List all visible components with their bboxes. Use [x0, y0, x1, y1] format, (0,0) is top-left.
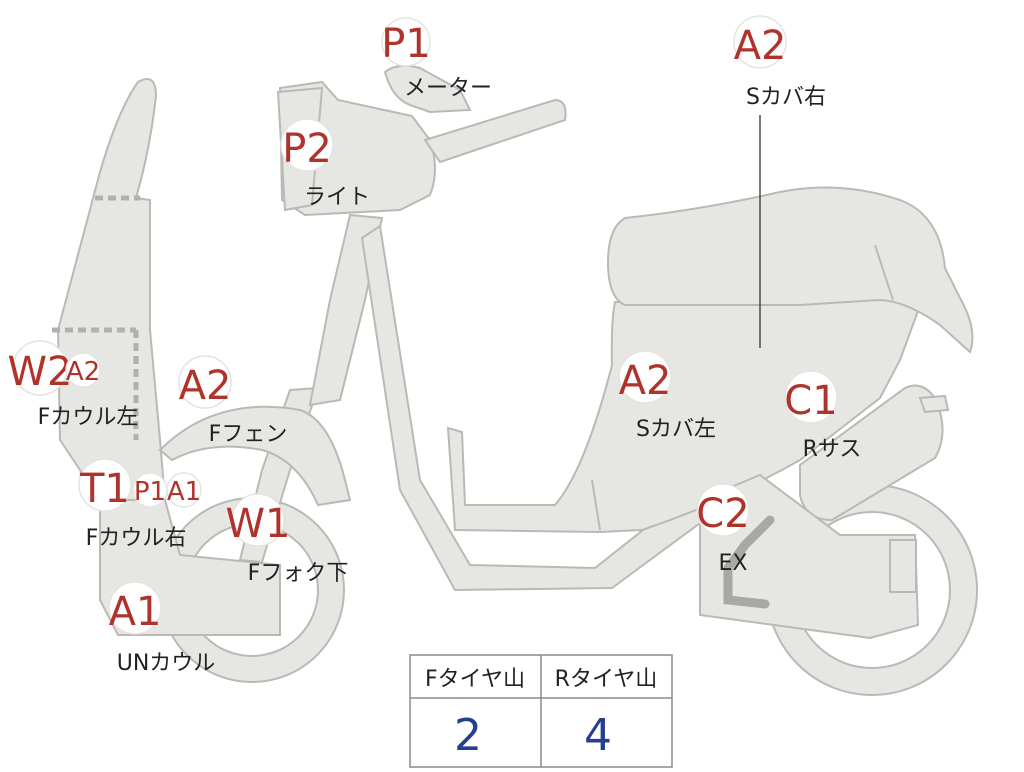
badge-ffender-code: A2 [179, 363, 232, 409]
badge-fcowl-right-label: Fカウル右 [86, 526, 187, 551]
badge-rsus-code: C1 [784, 378, 837, 424]
badge-scover-right: A2 Sカバ右 [733, 15, 826, 110]
badge-uncowl-label: UNカウル [117, 651, 216, 676]
badge-meter-code: P1 [381, 21, 431, 67]
rear-tread-value: 4 [584, 710, 612, 761]
front-tread-header: Fタイヤ山 [425, 667, 525, 692]
badge-exhaust: C2 EX [696, 483, 750, 576]
badge-fcowl-right-code2: P1 [134, 477, 166, 507]
badge-uncowl: A1 UNカウル [108, 581, 216, 676]
badge-light: P2 ライト [280, 118, 370, 210]
badge-fcowl-left: W2 A2 Fカウル左 [8, 340, 139, 430]
badge-fcowl-left-code: W2 [8, 349, 73, 395]
badge-fcowl-right-code3: A1 [167, 477, 201, 507]
badge-ffork-code: W1 [226, 501, 291, 547]
badge-scover-right-code: A2 [734, 23, 787, 69]
badge-meter: P1 メーター [381, 17, 492, 101]
handlebar-area [276, 64, 567, 217]
badge-ffender-label: Fフェン [209, 422, 288, 447]
badge-fcowl-right-code: T1 [79, 466, 130, 512]
badge-ffender: A2 Fフェン [178, 355, 288, 447]
badge-ffork: W1 Fフォク下 [226, 493, 349, 586]
badge-exhaust-code: C2 [696, 491, 749, 537]
badge-fcowl-right: T1 P1 A1 Fカウル右 [78, 458, 202, 551]
badge-fcowl-left-code2: A2 [66, 357, 100, 387]
badge-light-code: P2 [282, 126, 332, 172]
body-panel [446, 290, 927, 534]
engine-exhaust [699, 473, 920, 640]
seat [606, 186, 974, 354]
badge-uncowl-code: A1 [109, 589, 162, 635]
badge-scover-left-code: A2 [619, 358, 672, 404]
badge-rsus-label: Rサス [803, 437, 862, 462]
badge-ffork-label: Fフォク下 [248, 561, 349, 586]
badge-fcowl-left-label: Fカウル左 [38, 405, 139, 430]
tire-tread-table: Fタイヤ山 Rタイヤ山 2 4 [409, 654, 673, 768]
badge-light-label: ライト [304, 185, 370, 210]
badge-scover-right-label: Sカバ右 [746, 85, 826, 110]
front-tread-value: 2 [454, 710, 482, 761]
badge-rsus: C1 Rサス [784, 370, 862, 462]
badge-meter-label: メーター [404, 76, 492, 101]
badge-scover-left-label: Sカバ左 [636, 417, 716, 442]
badge-scover-left: A2 Sカバ左 [618, 350, 716, 442]
rear-tread-header: Rタイヤ山 [555, 667, 658, 692]
badge-exhaust-label: EX [719, 551, 748, 576]
